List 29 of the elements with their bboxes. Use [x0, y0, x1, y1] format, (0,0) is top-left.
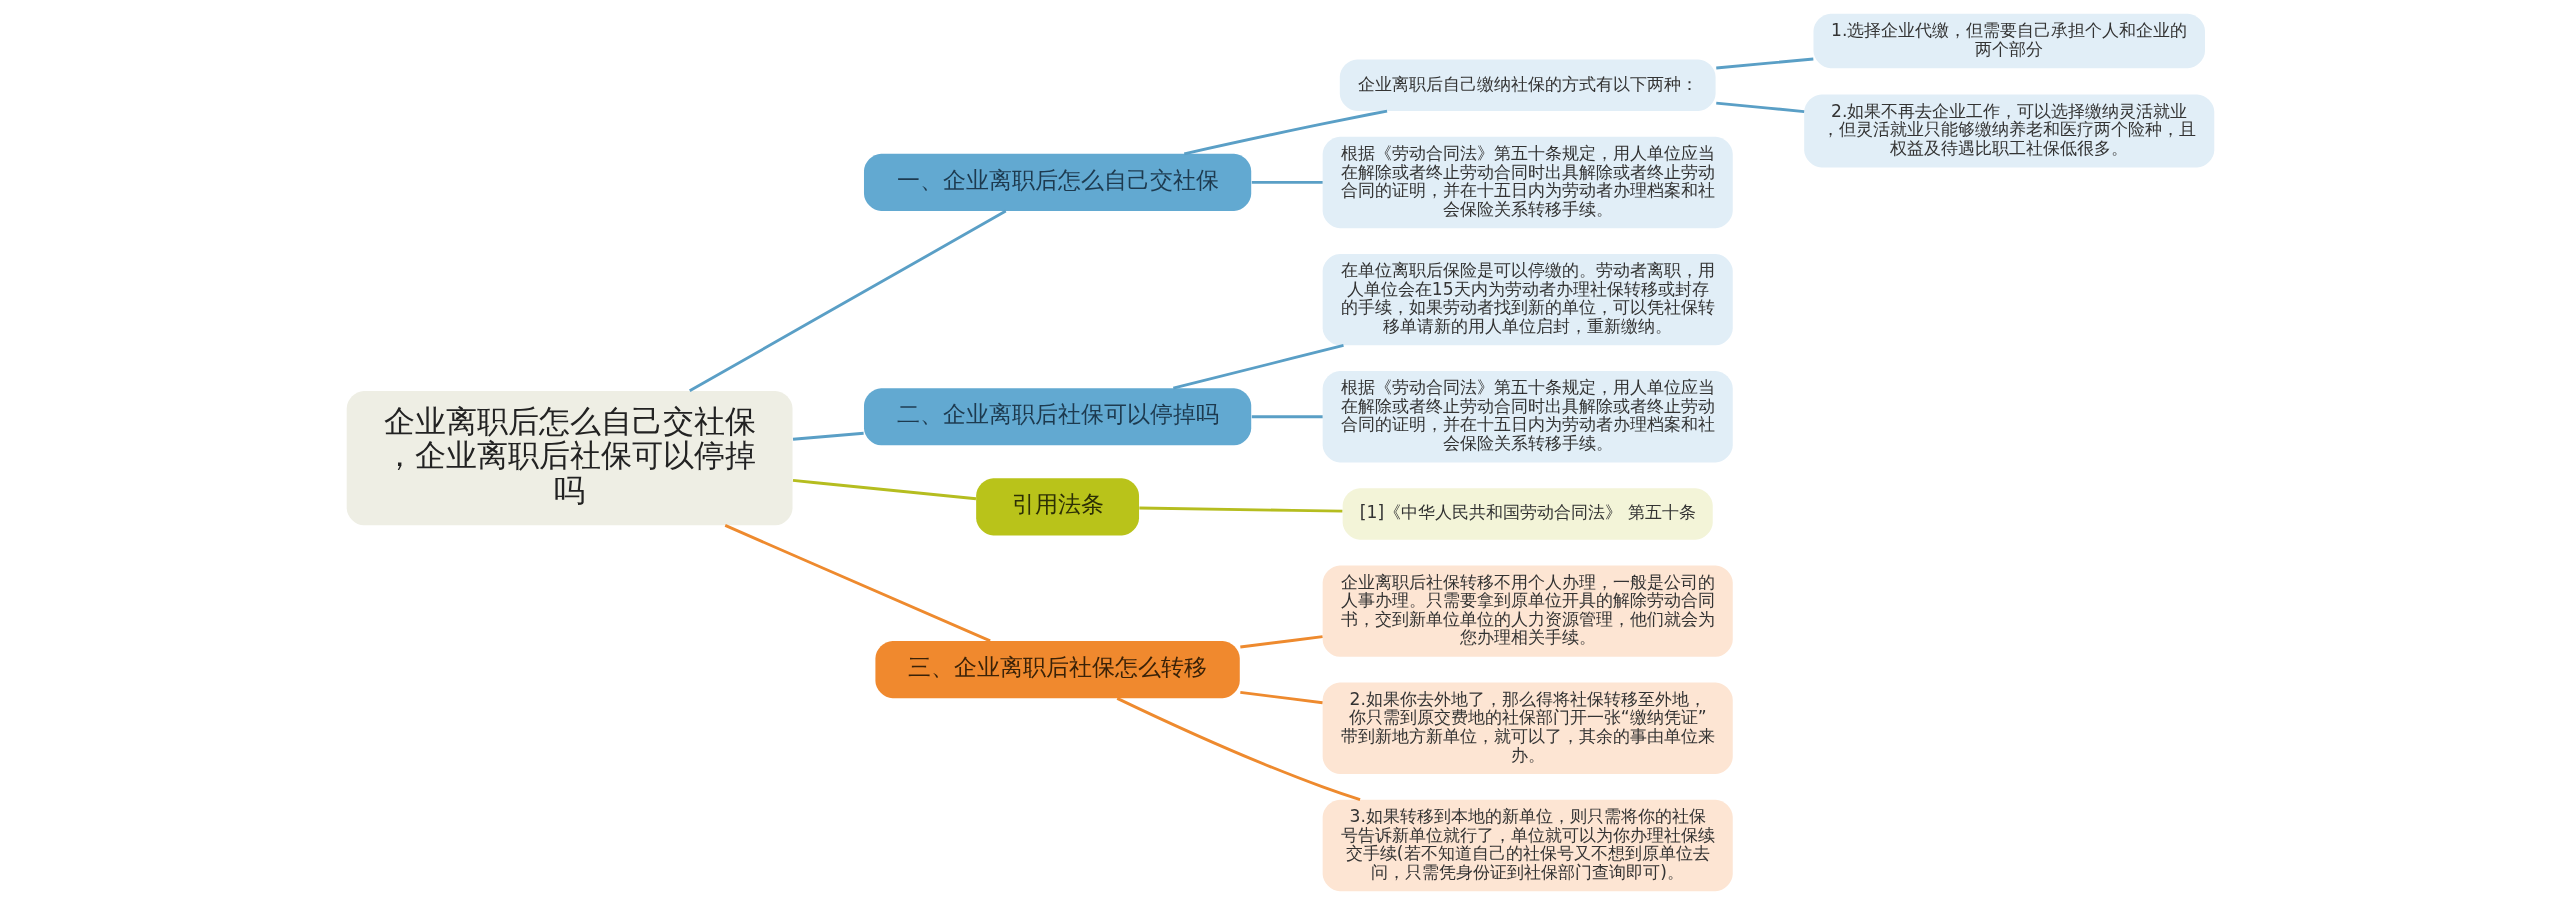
connector — [688, 209, 1006, 392]
connector — [1116, 697, 1360, 802]
node-box: 企业离职后自己缴纳社保的方式有以下两种： — [1339, 59, 1716, 111]
node-box: 根据《劳动合同法》第五十条规定，用人单位应当在解除或者终止劳动合同时出具解除或者终止劳动合同的证明，并在十五日内为劳动者办理档案和社会保险关系转移手续。 — [1322, 136, 1733, 229]
connector — [1251, 181, 1323, 184]
node-box: 三、企业离职后社保怎么转移 — [874, 641, 1240, 699]
connector — [1239, 691, 1323, 705]
node-box: 一、企业离职后怎么自己交社保 — [863, 153, 1251, 211]
node-box: 企业离职后社保转移不用个人办理，一般是公司的人事办理。只需要拿到原单位开具的解除劳动合同书，交到新单位单位的人力资源管理，他们就会为您办理相关手续。 — [1322, 565, 1733, 657]
node-box: 1.选择企业代缴，但需要自己承担个人和企业的两个部分 — [1813, 13, 2205, 69]
node-box: [1]《中华人民共和国劳动合同法》 第五十条 — [1342, 488, 1713, 540]
node-box: 企业离职后怎么自己交社保，企业离职后社保可以停掉吗 — [346, 391, 793, 526]
node-box: 2.如果你去外地了，那么得将社保转移至外地，你只需到原交费地的社保部门开一张“缴纳凭证”带到新地方新单位，就可以了，其余的事由单位来办。 — [1322, 682, 1733, 774]
node-box: 2.如果不再去企业工作，可以选择缴纳灵活就业，但灵活就业只能够缴纳养老和医疗两个险种，且权益及待遇比职工社保低很多。 — [1803, 94, 2214, 168]
node-box: 在单位离职后保险是可以停缴的。劳动者离职，用人单位会在15天内为劳动者办理社保转移或封存的手续，如果劳动者找到新的单位，可以凭社保转移单请新的用人单位启封，重新缴纳。 — [1322, 253, 1733, 346]
node-box: 引用法条 — [975, 478, 1139, 536]
connector — [1239, 635, 1323, 649]
connector — [1251, 415, 1323, 419]
connector — [724, 524, 991, 643]
connector — [792, 431, 864, 441]
connector — [1138, 506, 1342, 513]
node-box: 根据《劳动合同法》第五十条规定，用人单位应当在解除或者终止劳动合同时出具解除或者终止劳动合同的证明，并在十五日内为劳动者办理档案和社会保险关系转移手续。 — [1322, 371, 1733, 463]
connector — [1715, 101, 1804, 113]
node-box: 二、企业离职后社保可以停掉吗 — [863, 388, 1251, 446]
connector — [1172, 344, 1344, 390]
connector — [792, 479, 976, 501]
node-box: 3.如果转移到本地的新单位，则只需将你的社保号告诉新单位就行了，单位就可以为你办理社保续交手续(若不知道自己的社保号又不想到原单位去问，只需凭身份证到社保部门查询即可)。 — [1322, 799, 1733, 892]
connector — [1183, 109, 1387, 156]
connector — [1715, 57, 1813, 70]
